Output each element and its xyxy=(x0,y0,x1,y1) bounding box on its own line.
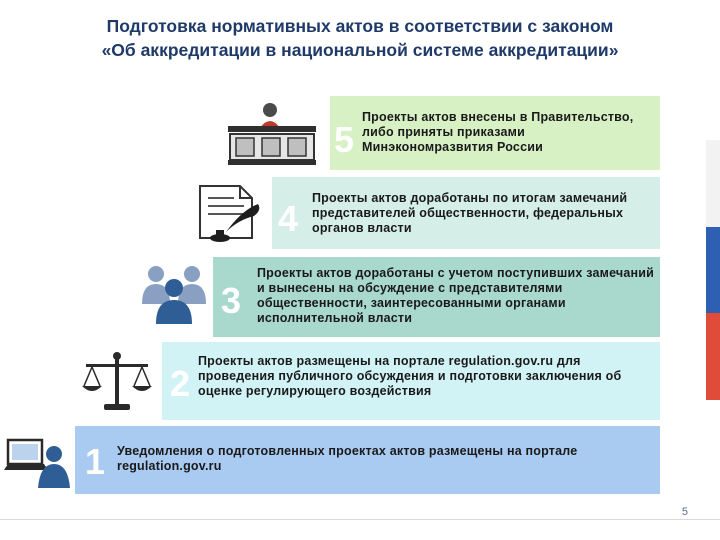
flag-red-band xyxy=(706,313,720,400)
document-quill-icon xyxy=(199,185,260,242)
step-1-number: 1 xyxy=(85,441,106,482)
footer-divider xyxy=(0,519,720,520)
page-number: 5 xyxy=(681,506,688,518)
page-title: Подготовка нормативных актов в соответст… xyxy=(0,14,720,62)
step-5-number: 5 xyxy=(334,119,355,160)
flag-blue-band xyxy=(706,226,720,314)
step-4-text: Проекты актов доработаны по итогам замеч… xyxy=(312,191,628,235)
russian-flag-stripe xyxy=(706,140,720,400)
people-group-icon xyxy=(142,266,206,324)
step-3-text: Проекты актов доработаны с учетом поступ… xyxy=(257,266,655,325)
step-2: 2 Проекты актов размещены на портале reg… xyxy=(162,342,660,420)
scales-icon xyxy=(82,352,152,410)
step-2-number: 2 xyxy=(170,363,191,404)
step-2-text: Проекты актов размещены на портале regul… xyxy=(198,354,622,398)
step-4: 4 Проекты актов доработаны по итогам зам… xyxy=(272,177,660,249)
government-building-icon xyxy=(228,103,316,165)
step-1: 1 Уведомления о подготовленных проектах … xyxy=(75,426,660,494)
title-line-2: «Об аккредитации в национальной системе … xyxy=(101,40,619,60)
title-line-1: Подготовка нормативных актов в соответст… xyxy=(106,16,614,36)
step-1-text: Уведомления о подготовленных проектах ак… xyxy=(117,444,578,473)
step-5: 5 Проекты актов внесены в Правительство,… xyxy=(330,96,660,170)
user-laptop-icon xyxy=(4,438,70,488)
step-3: 3 Проекты актов доработаны с учетом пост… xyxy=(213,257,660,337)
step-5-text: Проекты актов внесены в Правительство, л… xyxy=(362,110,634,154)
flag-white-band xyxy=(706,140,720,227)
step-4-number: 4 xyxy=(278,198,299,239)
step-3-number: 3 xyxy=(221,280,242,321)
